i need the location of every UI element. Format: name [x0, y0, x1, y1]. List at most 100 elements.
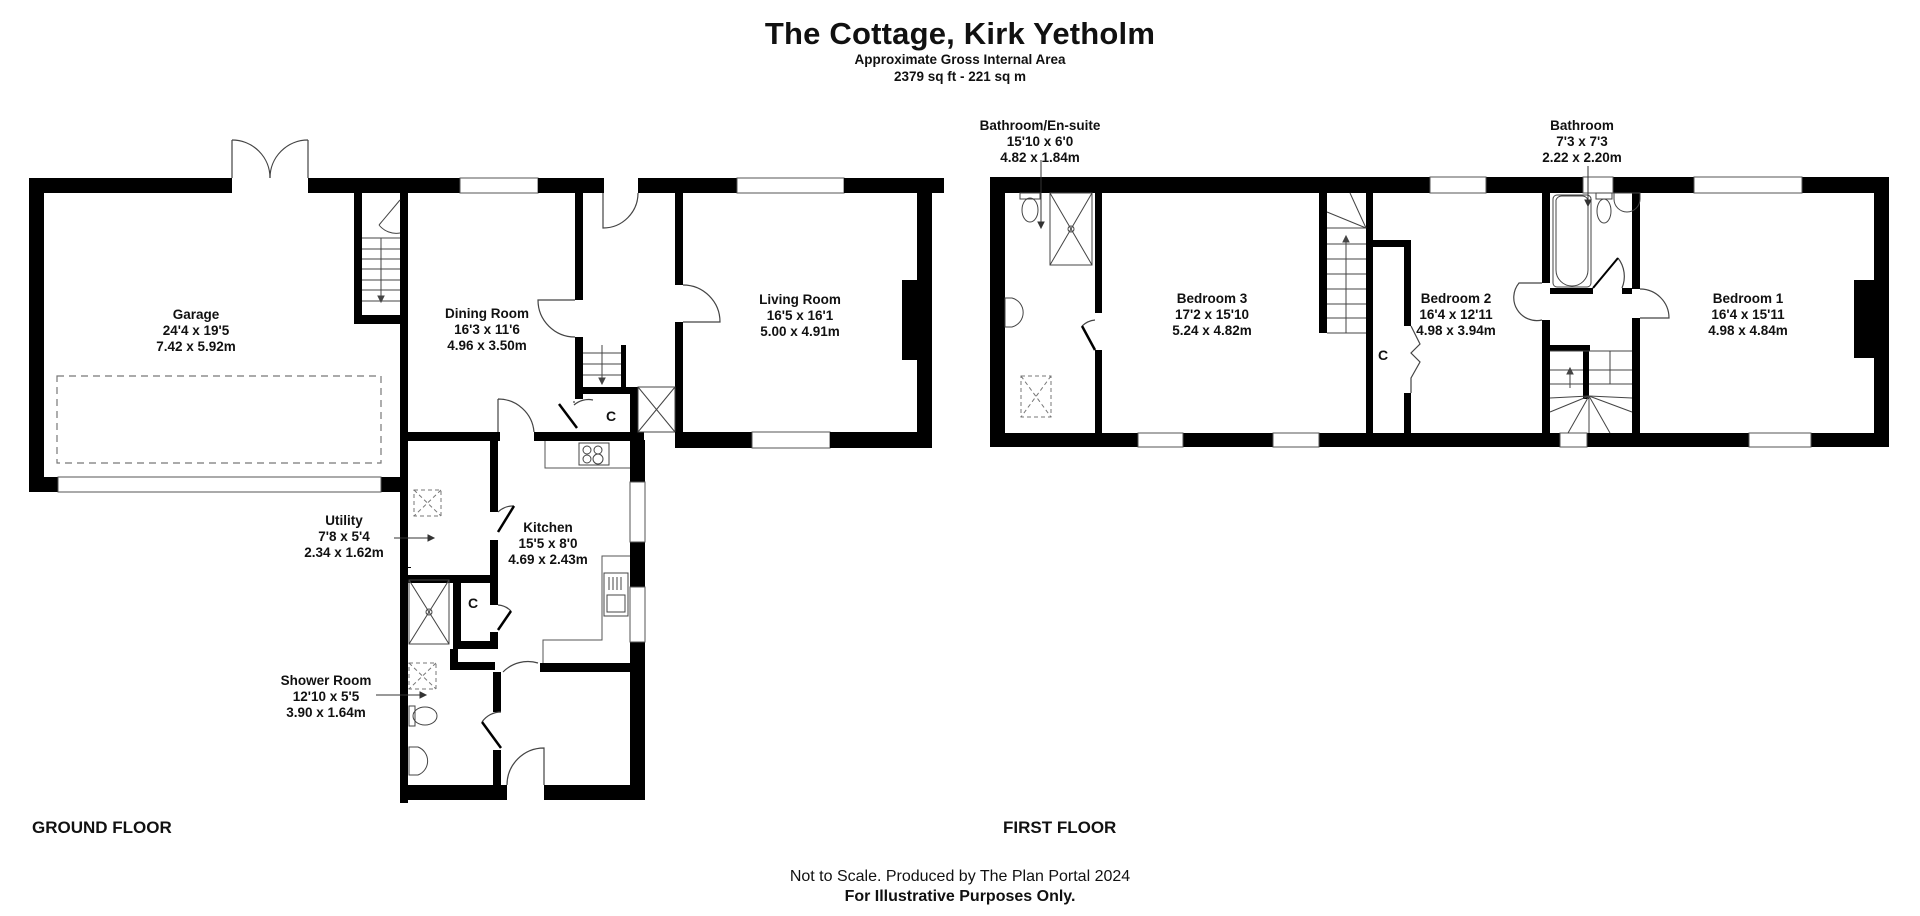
shower-tray [408, 579, 450, 645]
shower-room-doors [480, 660, 545, 786]
wall [1404, 393, 1411, 433]
basin [1004, 297, 1024, 328]
car-outline [56, 375, 382, 464]
wall [683, 178, 737, 193]
bathroom-pointer [1584, 166, 1592, 208]
chimney-breast [1854, 280, 1874, 358]
skylight [413, 489, 442, 517]
room-size-metric: 4.82 x 1.84m [1000, 150, 1080, 165]
wall [407, 575, 490, 583]
window [1693, 176, 1803, 194]
wall [638, 178, 687, 193]
wall [575, 193, 583, 300]
room-size-imperial: 7'8 x 5'4 [318, 529, 370, 544]
wall [400, 432, 500, 441]
wall [308, 178, 403, 193]
room-name: Dining Room [445, 306, 529, 321]
cupboard-label: C [467, 595, 479, 611]
room-size-metric: 4.69 x 2.43m [508, 552, 588, 567]
wall [29, 178, 232, 193]
room-name: Bathroom/En-suite [979, 118, 1101, 133]
wall [1583, 351, 1589, 399]
window [1272, 432, 1320, 448]
wall [990, 433, 1889, 447]
shower-tray [1049, 192, 1093, 266]
toilet [1019, 192, 1041, 223]
room-size-imperial: 15'10 x 6'0 [1006, 134, 1074, 149]
room-label-living-room: Living Room 16'5 x 16'1 5.00 x 4.91m [759, 292, 841, 340]
wall [538, 178, 604, 193]
room-name: Bedroom 3 [1176, 291, 1248, 306]
room-name: Bathroom [1550, 118, 1614, 133]
wall [1542, 193, 1550, 283]
skylight [408, 662, 437, 690]
wall [621, 345, 626, 387]
room-label-dining-room: Dining Room 16'3 x 11'6 4.96 x 3.50m [445, 306, 529, 354]
wall [675, 193, 683, 285]
utility-door [496, 505, 516, 533]
wall [490, 540, 498, 583]
room-label-kitchen: Kitchen 15'5 x 8'0 4.69 x 2.43m [508, 520, 588, 568]
wall [490, 583, 498, 605]
room-label-bathroom: Bathroom 7'3 x 7'3 2.22 x 2.20m [1542, 118, 1622, 166]
window [1137, 432, 1184, 448]
room-name: Garage [172, 307, 220, 322]
wall [583, 387, 631, 394]
ground-floor-plan [29, 139, 944, 803]
plan-title: The Cottage, Kirk Yetholm [764, 16, 1156, 51]
basin [1613, 192, 1641, 213]
garage-french-doors [231, 139, 309, 179]
hall-doors [602, 192, 721, 323]
wall [1632, 193, 1640, 289]
room-size-metric: 5.24 x 4.82m [1172, 323, 1252, 338]
wall [493, 750, 501, 785]
wall [1550, 345, 1590, 351]
wall [490, 632, 498, 649]
room-name: Bedroom 2 [1420, 291, 1492, 306]
toilet [1595, 192, 1613, 224]
wall [354, 315, 408, 324]
dining-doors [497, 299, 576, 433]
window [459, 177, 539, 194]
kitchen-worktops [542, 441, 630, 663]
chimney-breast [902, 280, 917, 360]
first-floor-plan [990, 160, 1889, 448]
cupboard-bifold-door [1410, 325, 1421, 393]
room-size-metric: 4.98 x 3.94m [1416, 323, 1496, 338]
wall [1404, 240, 1411, 326]
wall [354, 193, 362, 323]
wall [1366, 193, 1373, 433]
landing-stairs [1549, 350, 1633, 434]
room-name: Bedroom 1 [1712, 291, 1784, 306]
shower-pointer [376, 691, 428, 699]
room-name: Shower Room [280, 673, 372, 688]
bath [1552, 194, 1592, 288]
cylinder-cupboard [637, 386, 676, 433]
wall [490, 440, 498, 512]
wall [453, 576, 461, 641]
room-size-imperial: 16'4 x 12'11 [1419, 307, 1493, 322]
ground-floor-label: GROUND FLOOR [32, 818, 172, 837]
room-name: Utility [325, 513, 363, 528]
room-name: Living Room [759, 292, 841, 307]
ensuite-pointer [1037, 160, 1045, 230]
footer-disclaimer: Not to Scale. Produced by The Plan Porta… [789, 868, 1131, 885]
wall [1373, 240, 1411, 247]
wall [1319, 193, 1327, 333]
stairs [1326, 192, 1367, 334]
cupboard-label: C [605, 408, 617, 424]
cupboard-door [496, 604, 513, 631]
toilet [408, 705, 438, 727]
room-label-garage: Garage 24'4 x 19'5 7.42 x 5.92m [156, 307, 236, 355]
skylight [1020, 375, 1052, 418]
area-value: 2379 sq ft - 221 sq m [893, 69, 1027, 84]
wall [675, 432, 752, 448]
footer-note: For Illustrative Purposes Only. [844, 888, 1076, 905]
wall [29, 178, 44, 492]
wall [1632, 318, 1640, 433]
window [629, 586, 646, 643]
room-size-imperial: 12'10 x 5'5 [292, 689, 360, 704]
window [1429, 176, 1487, 194]
first-floor-label: FIRST FLOOR [1003, 818, 1117, 837]
utility-pointer [394, 534, 436, 542]
